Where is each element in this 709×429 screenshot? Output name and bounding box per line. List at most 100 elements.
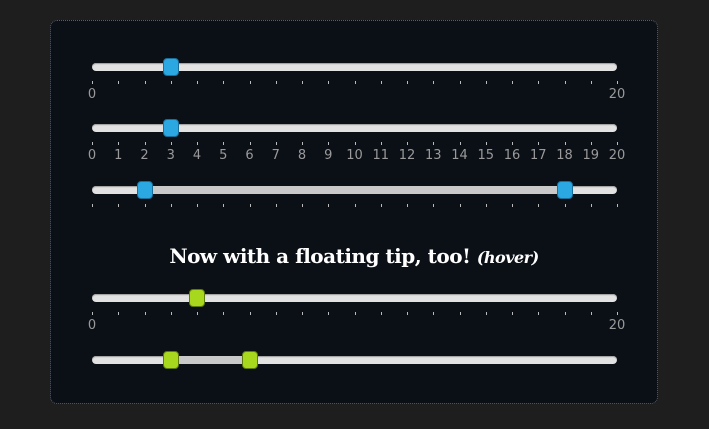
slider-float-range[interactable]	[92, 351, 617, 400]
slider-tick-label: 5	[219, 148, 228, 163]
slider-tick-label: 10	[346, 148, 363, 163]
slider-tick	[328, 204, 330, 207]
slider-tick	[302, 312, 303, 315]
slider-range-fill	[170, 356, 250, 364]
slider-tick	[197, 142, 198, 145]
slider-tick	[407, 204, 408, 207]
slider-tick	[407, 312, 408, 315]
slider-tick	[144, 204, 146, 207]
slider-tick	[144, 142, 146, 145]
slider-tick	[92, 142, 93, 145]
slider-tick-label: 19	[582, 148, 600, 163]
slider-tick	[144, 312, 146, 315]
slider-tick-label: 7	[271, 148, 280, 163]
slider-handle[interactable]	[136, 181, 153, 199]
slider-tick	[459, 81, 461, 84]
slider-tick	[118, 204, 120, 207]
slider-track[interactable]	[92, 356, 617, 364]
slider-handle[interactable]	[162, 58, 179, 76]
slider-tick-label: 20	[608, 87, 626, 102]
slider-tick	[538, 81, 540, 84]
slider-tick-label: 16	[503, 148, 521, 163]
slider-tick	[538, 142, 540, 145]
slider-tick-label: 3	[166, 148, 175, 163]
section-heading: Now with a floating tip, too! (hover)	[169, 244, 539, 268]
slider-tick	[170, 81, 172, 84]
slider-tick	[590, 142, 592, 145]
slider-tick	[223, 81, 225, 84]
slider-handle[interactable]	[241, 351, 258, 369]
slider-tick	[197, 81, 198, 84]
slider-tick	[433, 204, 435, 207]
slider-tick	[433, 312, 435, 315]
slider-tick	[275, 81, 277, 84]
slider-tick	[249, 312, 251, 315]
slider-tick	[223, 204, 225, 207]
slider-tick	[380, 312, 382, 315]
slider-tick	[354, 204, 356, 207]
slider-tick	[92, 312, 93, 315]
slider-tick	[590, 204, 592, 207]
slider-tick	[170, 204, 172, 207]
slider-tick	[275, 204, 277, 207]
slider-tick	[485, 204, 487, 207]
slider-tick	[302, 81, 303, 84]
slider-tick	[328, 81, 330, 84]
slider-tick	[590, 312, 592, 315]
slider-tick	[617, 81, 618, 84]
slider-tick	[590, 81, 592, 84]
slider-tick	[249, 81, 251, 84]
slider-handle[interactable]	[556, 181, 573, 199]
slider-tick-label: 0	[87, 87, 97, 102]
slider-tick	[354, 142, 356, 145]
demo-panel	[50, 20, 658, 404]
slider-tick-label: 15	[477, 148, 495, 163]
slider-tick	[354, 312, 356, 315]
slider-tick-label: 9	[324, 148, 333, 163]
slider-track[interactable]	[92, 63, 617, 71]
slider-tick	[512, 81, 513, 84]
slider-tick	[328, 142, 330, 145]
hover-hint: (hover)	[476, 248, 539, 267]
slider-tick	[538, 312, 540, 315]
slider-tick-label: 12	[398, 148, 416, 163]
slider-tick	[302, 204, 303, 207]
slider-tick	[223, 312, 225, 315]
slider-tick	[275, 312, 277, 315]
slider-tick	[617, 204, 618, 207]
slider-tick	[197, 204, 198, 207]
slider-tick	[118, 312, 120, 315]
slider-track[interactable]	[92, 124, 617, 132]
slider-handle[interactable]	[162, 351, 179, 369]
slider-tick	[407, 142, 408, 145]
slider-single-pips-ends[interactable]: 0 20	[88, 58, 625, 107]
slider-tick	[617, 312, 618, 315]
slider-tick	[92, 81, 93, 84]
slider-tick-label: 8	[297, 148, 307, 163]
slider-tick-label: 17	[529, 148, 547, 163]
slider-tick-label: 4	[192, 148, 202, 163]
slider-tick	[459, 312, 461, 315]
slider-tick	[433, 81, 435, 84]
slider-range-pips[interactable]	[92, 181, 618, 230]
slider-handle[interactable]	[162, 119, 179, 137]
slider-tick	[249, 142, 251, 145]
slider-tick	[433, 142, 435, 145]
slider-tick-label: 20	[608, 318, 626, 333]
slider-tick	[512, 204, 513, 207]
slider-tick	[617, 142, 618, 145]
slider-tick	[538, 204, 540, 207]
slider-tick	[118, 142, 120, 145]
slider-handle[interactable]	[189, 289, 205, 307]
slider-tick	[564, 204, 566, 207]
slider-tick	[118, 81, 120, 84]
slider-tick	[197, 312, 198, 315]
slider-tick	[380, 204, 382, 207]
slider-tick	[512, 142, 513, 145]
slider-tick-label: 0	[87, 148, 97, 163]
slider-tick-label: 14	[451, 148, 468, 163]
slider-track[interactable]	[92, 294, 617, 302]
slider-tick	[354, 81, 356, 84]
